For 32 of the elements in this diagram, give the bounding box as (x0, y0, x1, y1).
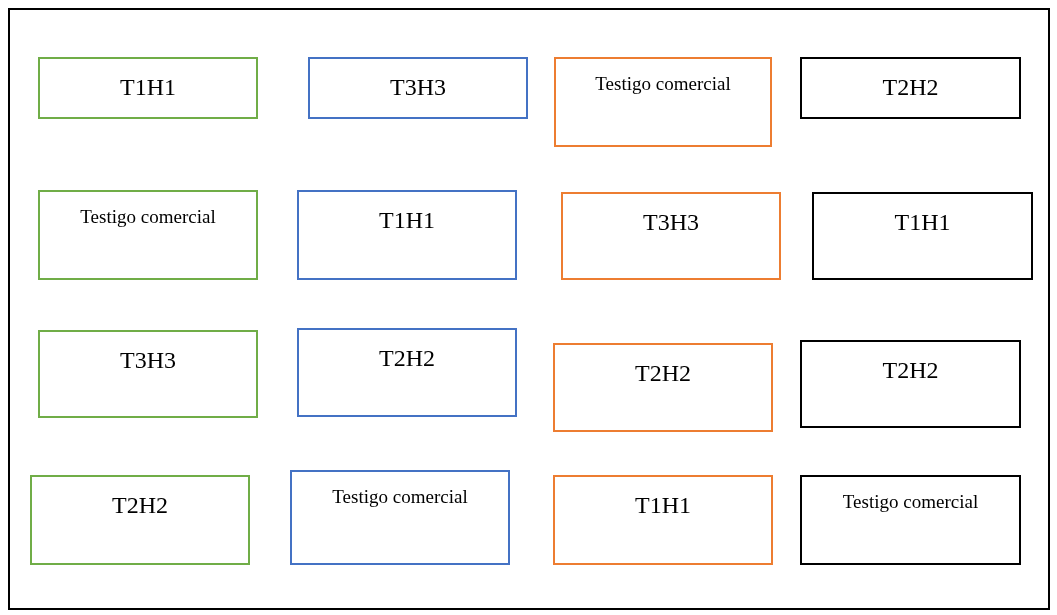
plot-box (800, 340, 1021, 428)
plot-box (308, 57, 528, 119)
plot-box (554, 57, 772, 147)
treatment-label: T1H1 (119, 73, 177, 102)
treatment-label: Testigo comercial (331, 486, 469, 509)
plot-box (800, 57, 1021, 119)
treatment-label: T2H2 (634, 359, 692, 388)
treatment-label: Testigo comercial (841, 491, 980, 514)
plot-box (561, 192, 781, 280)
plot-box (38, 190, 258, 280)
plot-box (297, 328, 517, 417)
treatment-label: T1H1 (893, 208, 952, 237)
treatment-label: T2H2 (111, 491, 169, 520)
treatment-label: T1H1 (378, 206, 436, 235)
plot-box (290, 470, 510, 565)
treatment-label: T2H2 (881, 73, 940, 102)
plot-box (812, 192, 1033, 280)
treatment-label: T3H3 (389, 73, 447, 102)
treatment-label: Testigo comercial (594, 73, 732, 96)
plot-box (38, 330, 258, 418)
plot-box (553, 343, 773, 432)
plot-box (38, 57, 258, 119)
treatment-label: T1H1 (634, 491, 692, 520)
treatment-label: T3H3 (642, 208, 700, 237)
treatment-label: T3H3 (119, 346, 177, 375)
treatment-label: T2H2 (881, 356, 940, 385)
plot-box (297, 190, 517, 280)
plot-box (553, 475, 773, 565)
plot-box (800, 475, 1021, 565)
plot-box (30, 475, 250, 565)
treatment-label: Testigo comercial (79, 206, 217, 229)
treatment-label: T2H2 (378, 344, 436, 373)
